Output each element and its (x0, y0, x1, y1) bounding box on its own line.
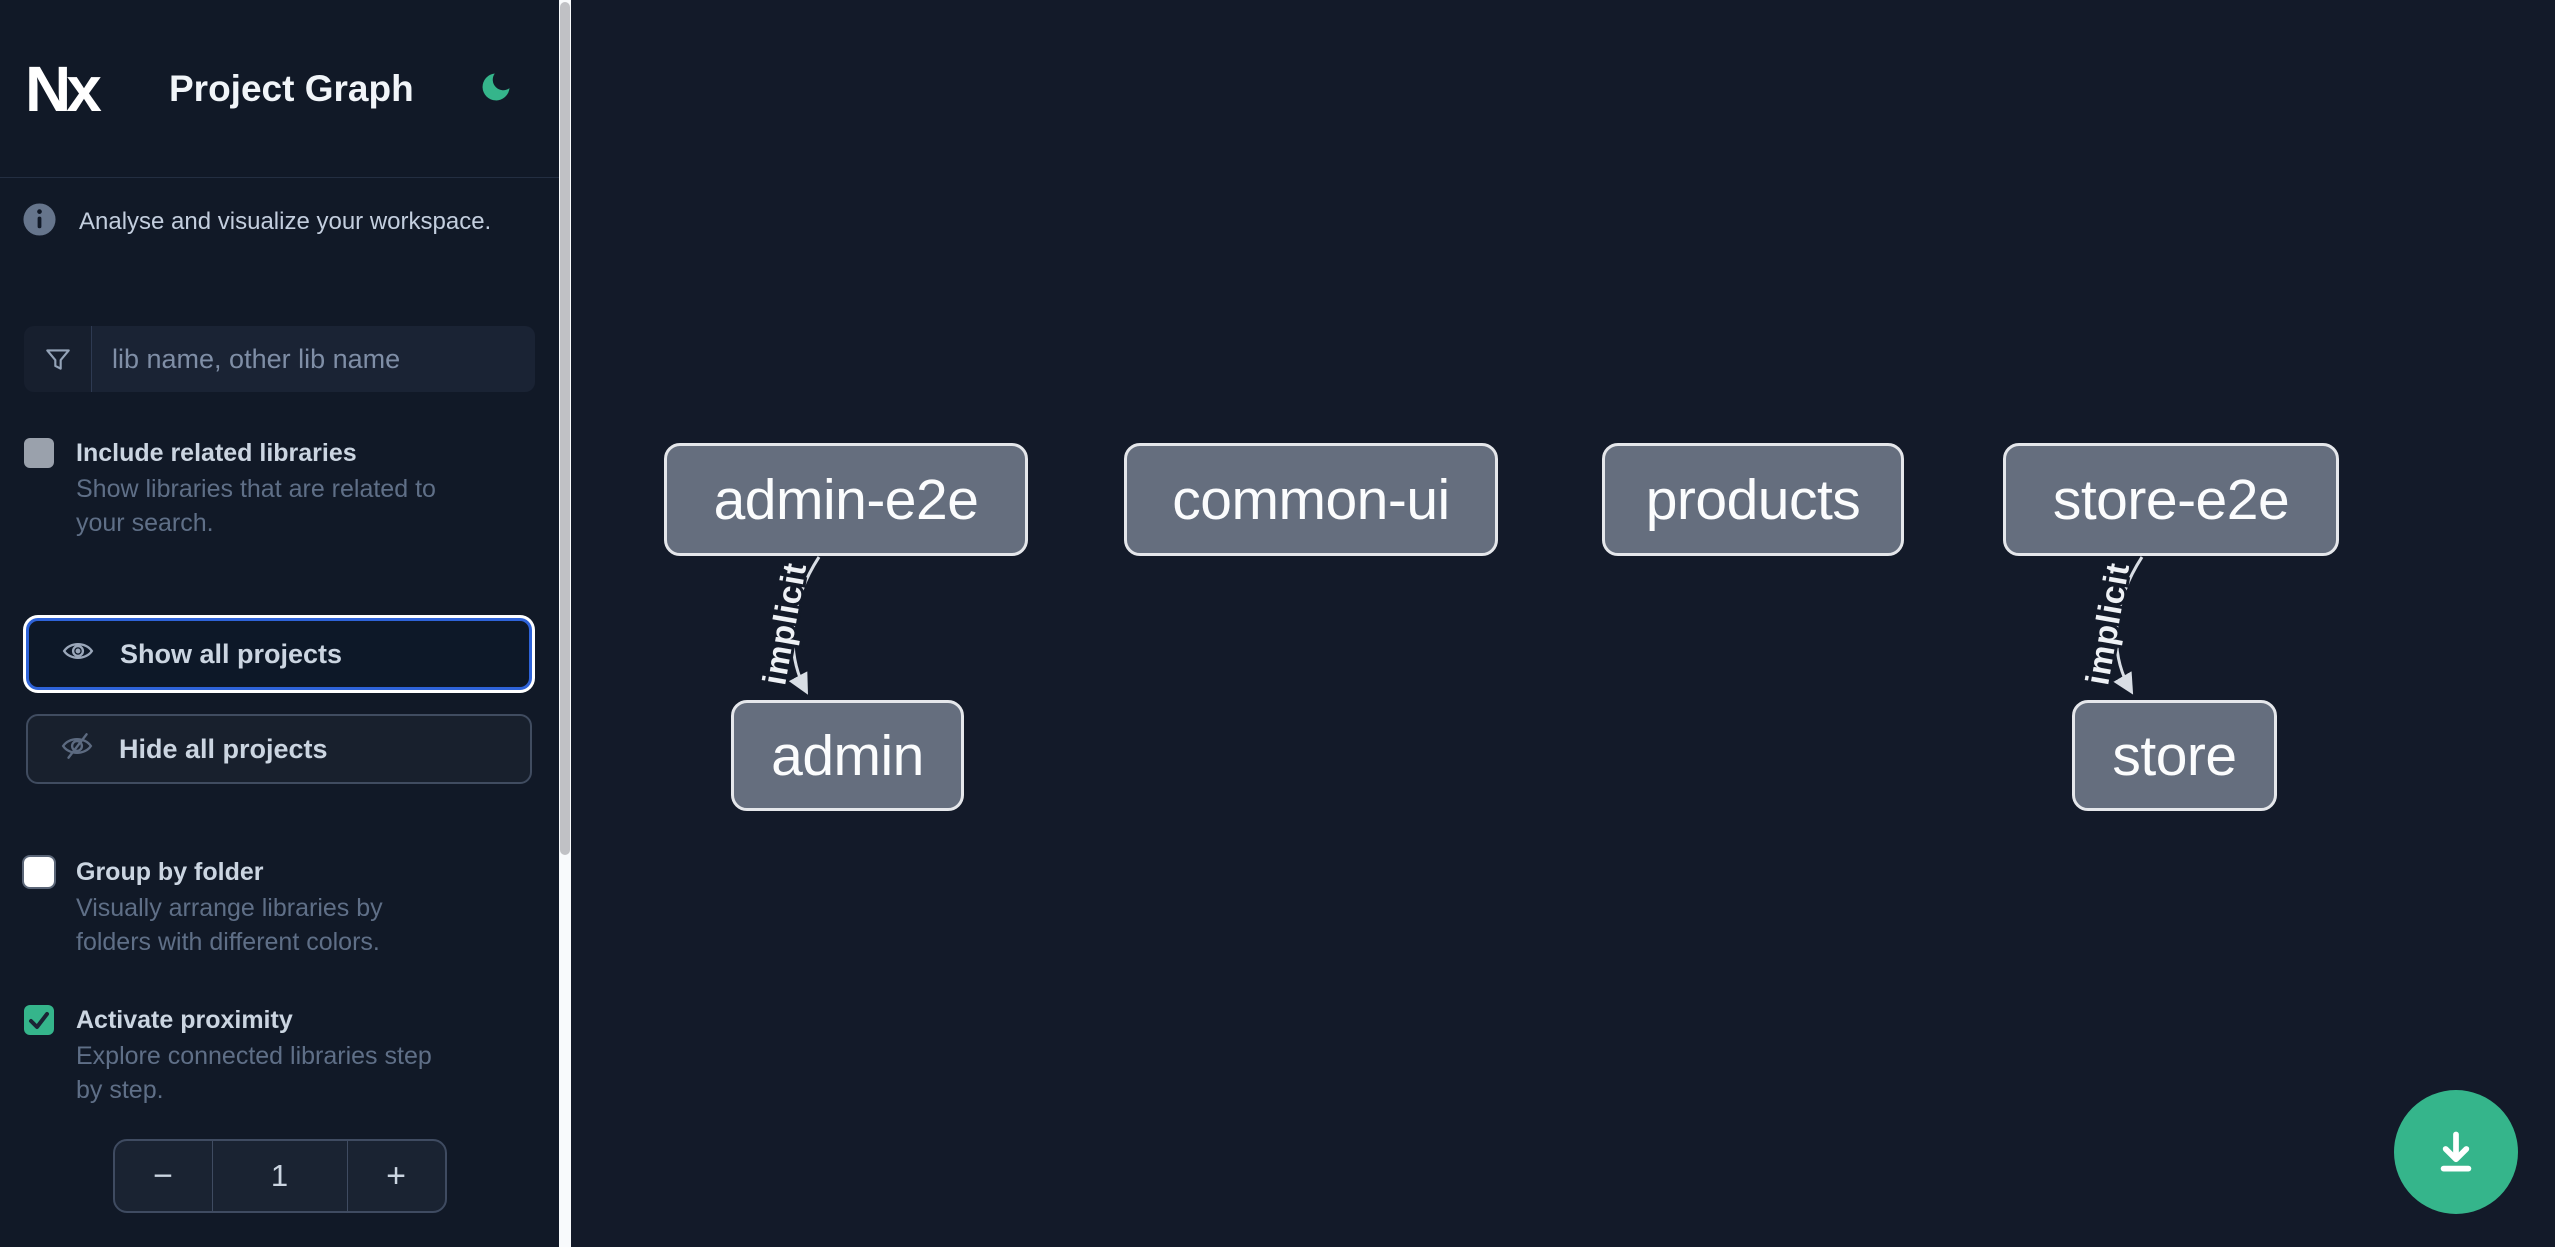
filter-funnel-icon (24, 326, 92, 392)
moon-icon (478, 69, 514, 108)
info-text: Analyse and visualize your workspace. (79, 208, 492, 235)
graph-node-admin[interactable]: admin (731, 700, 964, 811)
show-all-projects-button[interactable]: Show all projects (26, 618, 532, 690)
sidebar: Nx Project Graph Analyse and visualize y… (0, 0, 559, 1247)
include-related-description: Show libraries that are related to your … (76, 475, 436, 537)
hide-all-projects-label: Hide all projects (119, 733, 328, 764)
edge-label: implicit (755, 559, 813, 687)
search-input[interactable] (92, 326, 535, 392)
include-related-label: Include related libraries (76, 439, 357, 467)
workspace-info: Analyse and visualize your workspace. (22, 202, 535, 242)
sidebar-scrollbar-track[interactable] (559, 0, 571, 1247)
search-box (24, 326, 535, 392)
show-all-projects-label: Show all projects (120, 638, 343, 669)
graph-node-admin-e2e[interactable]: admin-e2e (664, 443, 1028, 556)
theme-toggle-button[interactable] (476, 69, 516, 109)
decrement-button[interactable]: − (115, 1141, 212, 1211)
nx-logo: Nx (25, 52, 102, 125)
stepper-value: 1 (211, 1141, 348, 1211)
activate-proximity-label: Activate proximity (76, 1006, 293, 1034)
sidebar-header: Nx Project Graph (0, 0, 559, 178)
increment-button[interactable]: + (348, 1141, 445, 1211)
proximity-depth-stepper: − 1 + (112, 1139, 447, 1213)
group-by-folder-checkbox[interactable] (24, 857, 54, 887)
graph-node-products[interactable]: products (1602, 443, 1904, 556)
eye-icon (62, 635, 94, 674)
project-graph-canvas[interactable]: implicit implicit admin-e2e common-ui produ… (571, 0, 2555, 1247)
eye-off-icon (61, 730, 93, 769)
graph-edges-svg: implicit implicit (752, 556, 2144, 695)
sidebar-scrollbar-thumb[interactable] (560, 2, 570, 855)
graph-node-common-ui[interactable]: common-ui (1124, 443, 1498, 556)
group-by-folder-label: Group by folder (76, 858, 264, 886)
hide-all-projects-button[interactable]: Hide all projects (26, 714, 532, 784)
graph-edge-admin-e2e-admin (788, 556, 821, 695)
activate-proximity-description: Explore connected libraries step by step… (76, 1042, 432, 1104)
page-title: Project Graph (169, 67, 414, 109)
edge-label: implicit (2078, 559, 2136, 687)
include-related-checkbox[interactable] (24, 438, 54, 468)
download-icon (2427, 1122, 2485, 1183)
graph-edge-store-e2e-store (2113, 556, 2144, 695)
option-activate-proximity: Activate proximity Explore connected lib… (0, 1003, 559, 1107)
download-graph-button[interactable] (2394, 1090, 2518, 1214)
graph-node-store[interactable]: store (2072, 700, 2277, 811)
activate-proximity-checkbox[interactable] (24, 1005, 54, 1035)
group-by-folder-description: Visually arrange libraries by folders wi… (76, 894, 383, 956)
graph-node-store-e2e[interactable]: store-e2e (2003, 443, 2339, 556)
option-include-related: Include related libraries Show libraries… (0, 436, 559, 540)
info-icon (22, 202, 57, 242)
option-group-by-folder: Group by folder Visually arrange librari… (0, 855, 559, 959)
